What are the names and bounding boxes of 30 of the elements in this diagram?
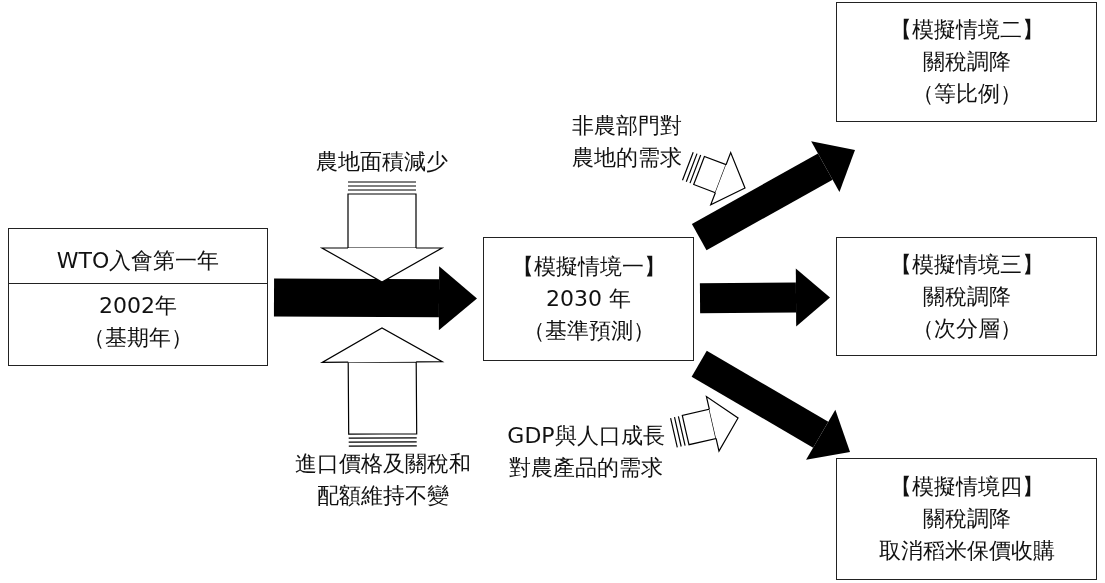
hollow-block-arrow <box>321 327 443 447</box>
box-text: 關稅調降 <box>921 48 1012 76</box>
box-text: 關稅調降 <box>921 505 1012 533</box>
annotation-text: 農地面積減少 <box>302 146 462 180</box>
annotation-text: 非農部門對農地的需求 <box>568 110 686 176</box>
box-text: 2030 年 <box>545 285 632 313</box>
annotation-text: GDP與人口成長對農產品的需求 <box>500 420 672 486</box>
box-text: 關稅調降 <box>921 282 1012 311</box>
box-text: （次分層） <box>910 314 1023 343</box>
scenario-box <box>483 237 694 361</box>
box-text: （基期年） <box>82 323 194 352</box>
block-arrow <box>273 266 477 331</box>
box-text: 取消稻米保價收購 <box>877 537 1056 565</box>
box-heading: 【模擬情境四】 <box>888 473 1045 501</box>
box-heading: WTO入會第一年 <box>9 240 267 284</box>
hollow-block-arrow <box>321 181 443 283</box>
box-heading: 【模擬情境二】 <box>888 16 1045 44</box>
block-arrow <box>699 268 830 327</box>
scenario-box <box>836 237 1097 356</box>
base-year-box <box>8 228 268 366</box>
scenario-box <box>836 2 1097 122</box>
annotation-text: 進口價格及關稅和配額維持不變 <box>290 448 476 514</box>
hollow-block-arrow <box>681 151 746 206</box>
box-heading: 【模擬情境一】 <box>510 253 667 281</box>
box-text: 2002年 <box>98 291 178 320</box>
box-text: （基準預測） <box>521 317 656 345</box>
box-heading: 【模擬情境三】 <box>888 250 1045 279</box>
box-text: （等比例） <box>910 80 1023 108</box>
scenario-box <box>836 458 1097 580</box>
hollow-block-arrow <box>670 395 739 452</box>
